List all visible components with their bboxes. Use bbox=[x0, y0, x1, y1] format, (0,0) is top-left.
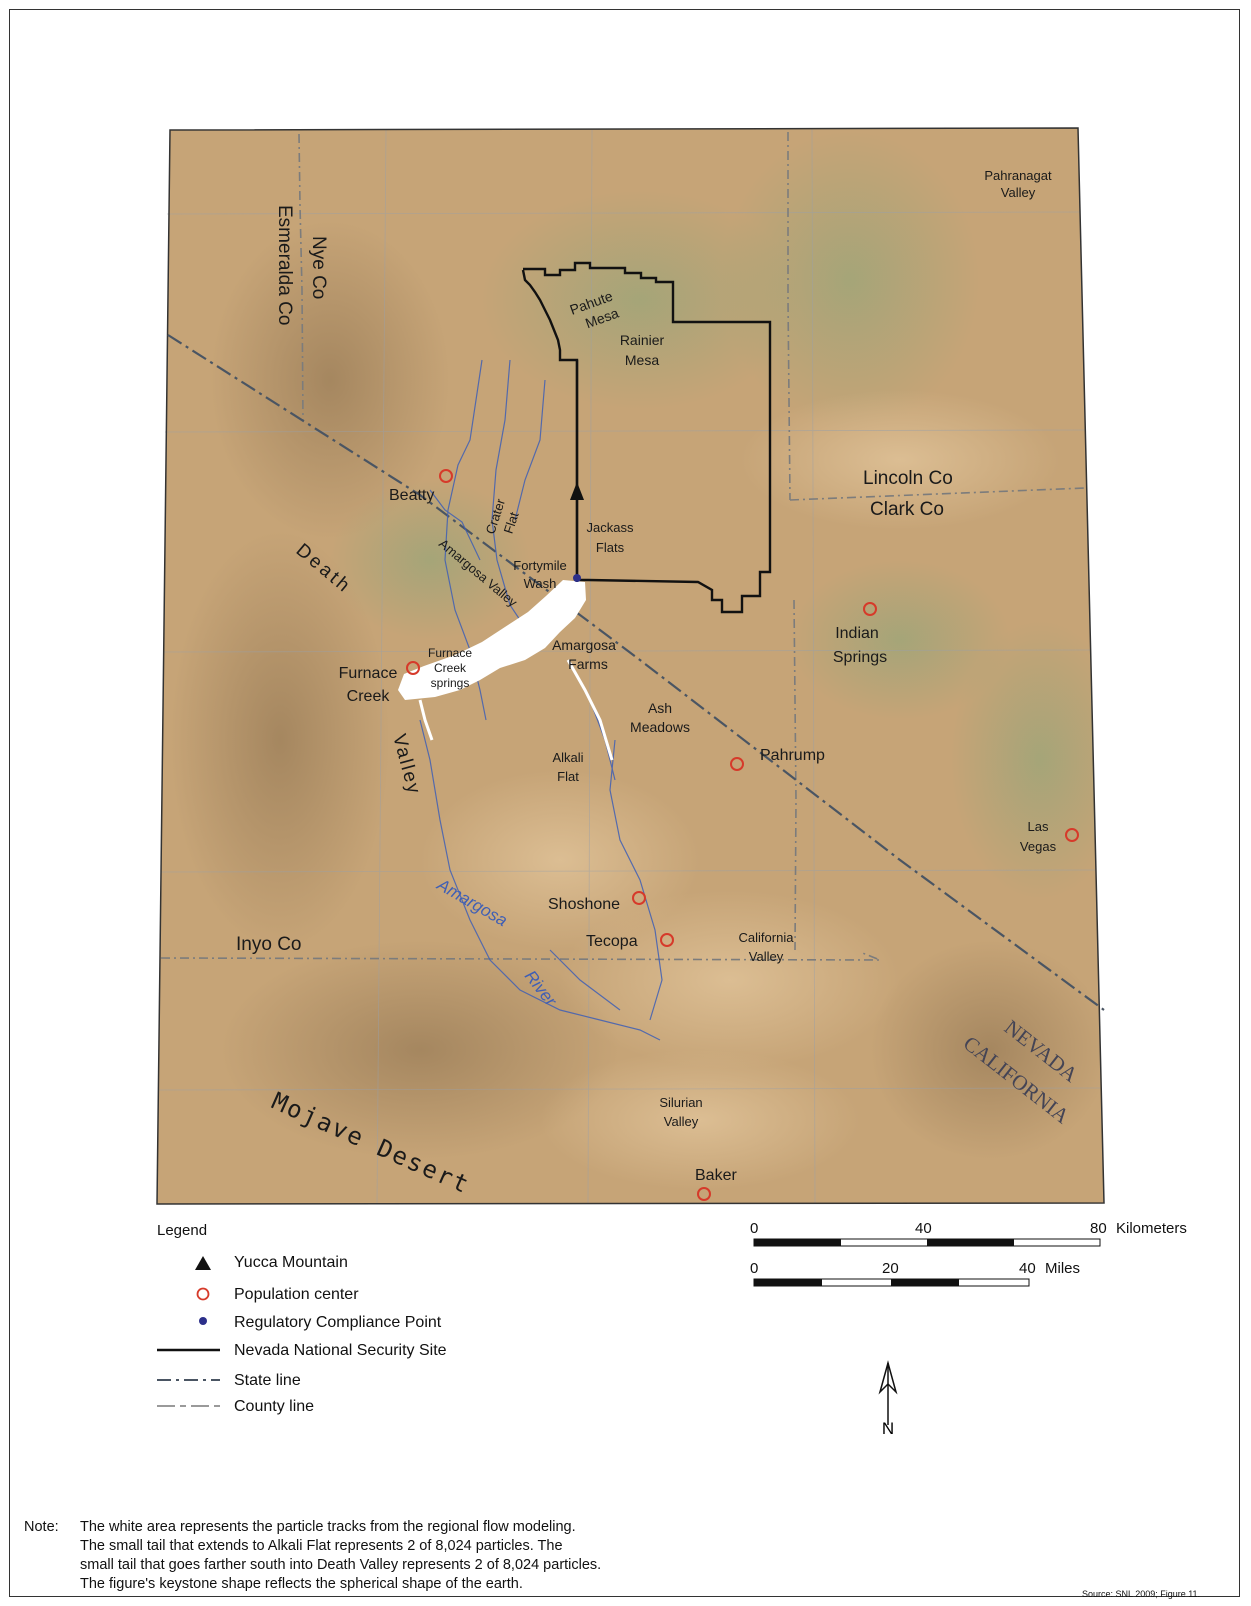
yucca-mountain-marker bbox=[570, 482, 584, 500]
particle-tracks bbox=[398, 580, 614, 761]
legend-dot-icon bbox=[199, 1317, 207, 1325]
scale-km-80: 80 bbox=[1090, 1220, 1107, 1237]
north-label: N bbox=[882, 1419, 894, 1438]
legend-symbols bbox=[157, 1256, 220, 1407]
note-line-4: The figure's keystone shape reflects the… bbox=[80, 1576, 523, 1592]
note-line-1: The white area represents the particle t… bbox=[80, 1519, 576, 1535]
note-line-3: small tail that goes farther south into … bbox=[80, 1557, 602, 1573]
label-lincoln-co: Lincoln Co bbox=[863, 468, 953, 489]
indian-springs-marker bbox=[863, 602, 877, 616]
label-nye-co: Nye Co bbox=[308, 236, 329, 299]
note-label: Note: bbox=[24, 1519, 59, 1535]
tecopa-marker bbox=[660, 933, 674, 947]
label-shoshone: Shoshone bbox=[548, 896, 620, 913]
label-baker: Baker bbox=[695, 1167, 737, 1184]
pahrump-marker bbox=[730, 757, 744, 771]
compliance-point-marker bbox=[573, 574, 581, 582]
scale-mi-0: 0 bbox=[750, 1260, 759, 1277]
shoshone-marker bbox=[632, 891, 646, 905]
north-arrow-icon: N bbox=[878, 1360, 898, 1438]
label-inyo-co: Inyo Co bbox=[236, 934, 301, 955]
furnace-creek-marker bbox=[406, 661, 420, 675]
scale-km-40: 40 bbox=[915, 1220, 932, 1237]
baker-marker bbox=[697, 1187, 711, 1201]
map-border bbox=[156, 127, 1105, 1205]
state-line bbox=[167, 334, 1105, 1011]
nnss-boundary bbox=[521, 261, 772, 614]
scale-mi-40: 40 bbox=[1019, 1260, 1036, 1277]
las-vegas-marker bbox=[1065, 828, 1079, 842]
label-pahrump: Pahrump bbox=[760, 747, 825, 764]
figure-frame bbox=[9, 9, 1240, 1597]
county-lines bbox=[160, 132, 1086, 961]
legend-title: Legend bbox=[157, 1222, 208, 1239]
legend-triangle-icon bbox=[195, 1256, 211, 1270]
note-line-2: The small tail that extends to Alkali Fl… bbox=[80, 1538, 563, 1554]
scale-bar bbox=[753, 1238, 1101, 1287]
beatty-marker bbox=[439, 469, 453, 483]
legend-label-compliance: Regulatory Compliance Point bbox=[234, 1314, 442, 1331]
scale-mi-unit: Miles bbox=[1045, 1260, 1081, 1277]
legend-label-county-line: County line bbox=[234, 1398, 315, 1415]
legend-label-population: Population center bbox=[234, 1286, 359, 1303]
population-centers bbox=[406, 469, 1079, 1201]
label-tecopa: Tecopa bbox=[586, 933, 638, 950]
scale-km-0: 0 bbox=[750, 1220, 759, 1237]
label-clark-co: Clark Co bbox=[870, 499, 944, 520]
label-beatty: Beatty bbox=[389, 487, 434, 504]
legend-label-yucca: Yucca Mountain bbox=[234, 1254, 348, 1271]
source-credit: Source: SNL 2009; Figure 11. bbox=[1082, 1589, 1201, 1599]
legend-circle-icon bbox=[196, 1287, 210, 1301]
legend-label-nnss: Nevada National Security Site bbox=[234, 1342, 447, 1359]
legend-label-state-line: State line bbox=[234, 1372, 301, 1389]
scale-mi-20: 20 bbox=[882, 1260, 899, 1277]
scale-km-unit: Kilometers bbox=[1116, 1220, 1187, 1237]
label-esmeralda-co: Esmeralda Co bbox=[274, 205, 295, 325]
terrain bbox=[157, 128, 1104, 1204]
